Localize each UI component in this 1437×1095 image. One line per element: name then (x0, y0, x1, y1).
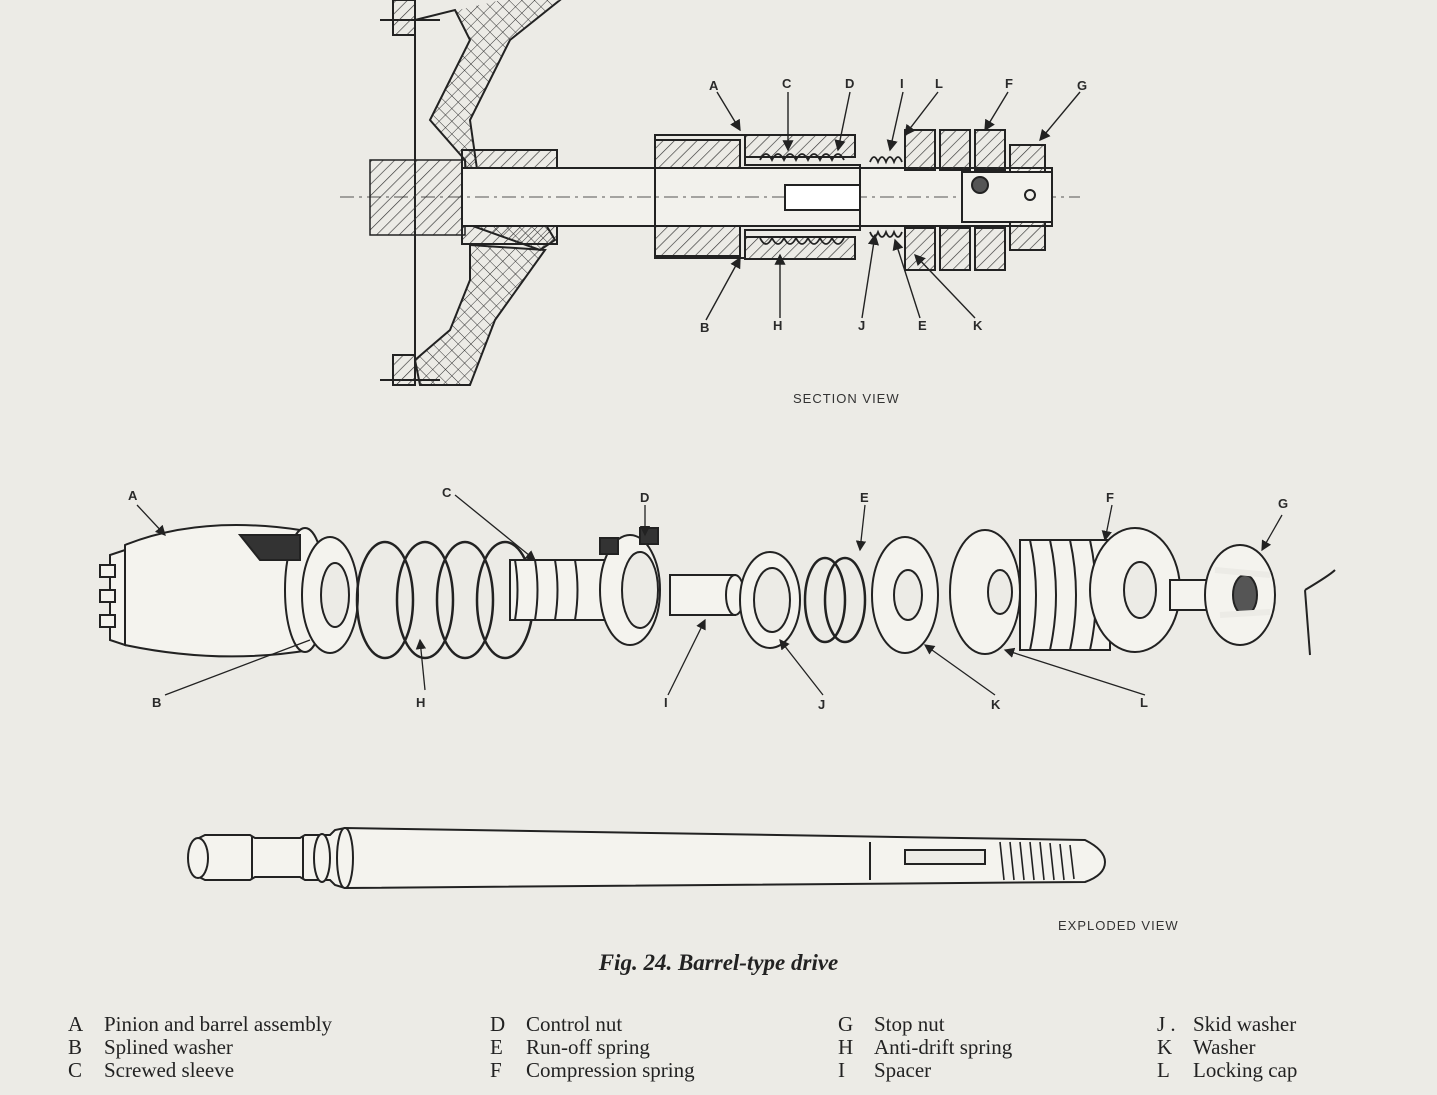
section-callout-a: A (709, 78, 719, 93)
section-callout-f: F (1005, 76, 1013, 91)
exploded-view (99, 524, 1336, 660)
section-barrel (654, 134, 861, 260)
section-callout-c: C (782, 76, 792, 91)
exploded-pinion-barrel (99, 524, 326, 658)
section-callout-l: L (935, 76, 943, 91)
section-callout-e: E (918, 318, 927, 333)
section-view-label: SECTION VIEW (793, 391, 900, 406)
exploded-callout-l: L (1140, 695, 1148, 710)
exploded-anti-drift-spring (355, 540, 535, 660)
section-callout-h: H (773, 318, 782, 333)
section-callout-b: B (700, 320, 709, 335)
section-callout-j: J (858, 318, 865, 333)
exploded-callout-d: D (640, 490, 649, 505)
exploded-callout-a: A (128, 488, 138, 503)
exploded-callout-h: H (416, 695, 425, 710)
section-callout-i: I (900, 76, 904, 91)
section-view (340, 0, 1080, 386)
exploded-run-off-spring (803, 556, 867, 644)
exploded-compression-spring (1019, 527, 1181, 653)
exploded-callout-i: I (664, 695, 668, 710)
armature-end (369, 159, 466, 236)
exploded-callout-f: F (1106, 490, 1114, 505)
exploded-callout-e: E (860, 490, 869, 505)
exploded-callout-j: J (818, 697, 825, 712)
figure-caption: Fig. 24. Barrel-type drive (598, 950, 839, 975)
legend-item: J .Skid washer (1157, 1012, 1297, 1036)
exploded-control-nut (599, 527, 661, 646)
exploded-callout-b: B (152, 695, 161, 710)
exploded-callout-k: K (991, 697, 1001, 712)
exploded-view-label: EXPLODED VIEW (1058, 918, 1179, 933)
section-callout-k: K (973, 318, 983, 333)
exploded-view-callouts: A C D E F G B H I J K L (128, 485, 1288, 712)
section-callout-g: G (1077, 78, 1087, 93)
section-callout-d: D (845, 76, 854, 91)
exploded-stop-nut (1169, 544, 1276, 646)
split-pin (1304, 569, 1336, 656)
exploded-callout-c: C (442, 485, 452, 500)
section-view-callouts: A C D I L F G B H J E K SECTION VIEW (700, 76, 1087, 406)
section-compression-spring (904, 129, 1006, 271)
armature-shaft (187, 826, 1107, 890)
exploded-callout-g: G (1278, 496, 1288, 511)
